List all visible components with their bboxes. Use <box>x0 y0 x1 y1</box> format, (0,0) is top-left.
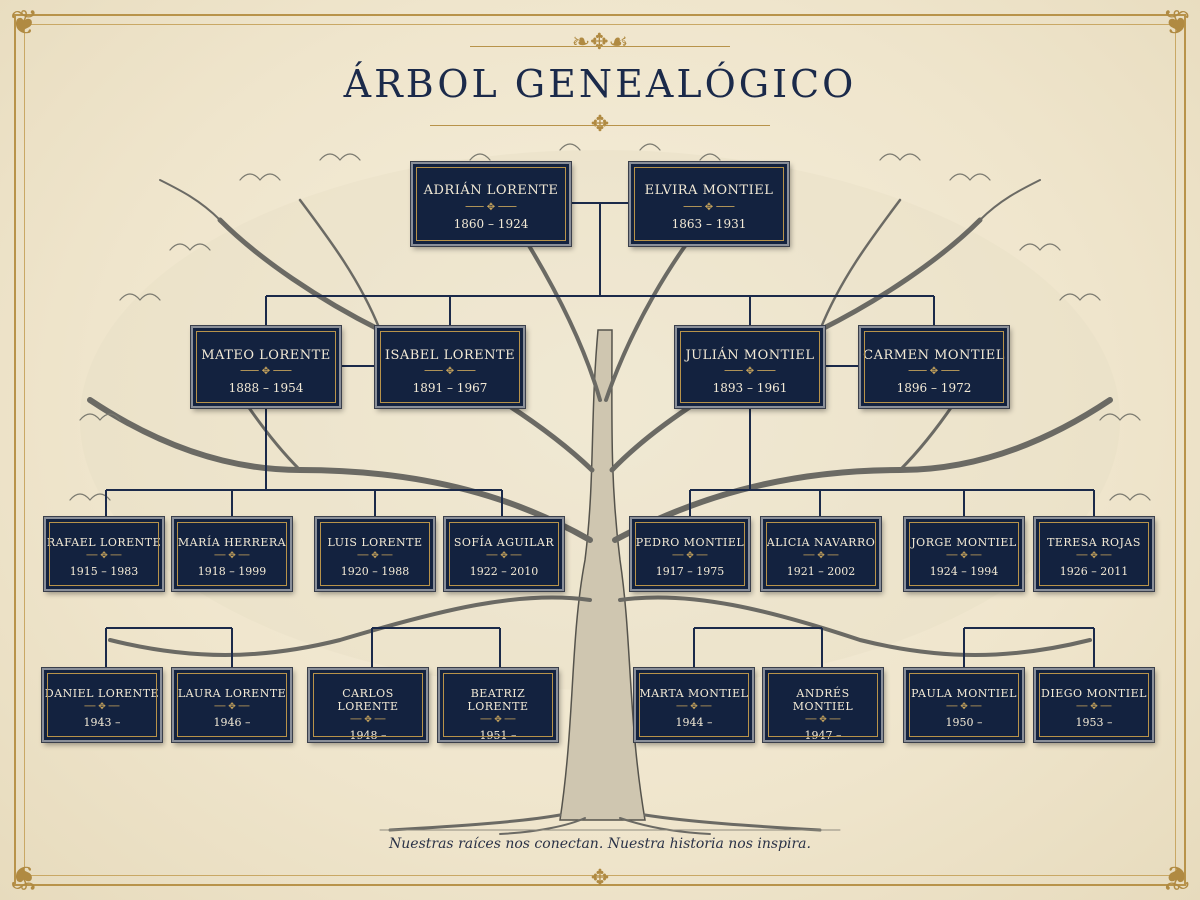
ornament-divider-icon: ── ✥ ── <box>765 716 881 725</box>
person-name: JORGE MONTIEL <box>906 536 1022 549</box>
person-years: 1924 – 1994 <box>906 565 1022 578</box>
person-years: 1920 – 1988 <box>317 565 433 578</box>
person-name: ALICIA NAVARRO <box>763 536 879 549</box>
person-years: 1953 – <box>1036 716 1152 729</box>
ornament-divider-icon: ── ✥ ── <box>632 552 748 561</box>
person-years: 1948 – <box>310 729 426 742</box>
person-card-jorge-montiel: JORGE MONTIEL ── ✥ ── 1924 – 1994 <box>904 517 1024 591</box>
ornament-divider-icon: ─── ✥ ─── <box>413 203 569 213</box>
ornament-divider-icon: ── ✥ ── <box>1036 703 1152 712</box>
person-card-laura-lorente: LAURA LORENTE ── ✥ ── 1946 – <box>172 668 292 742</box>
person-name: TERESA ROJAS <box>1036 536 1152 549</box>
person-years: 1951 – <box>440 729 556 742</box>
ornament-divider-icon: ─── ✥ ─── <box>377 367 523 377</box>
ornament-divider-icon: ── ✥ ── <box>906 703 1022 712</box>
ornament-divider-icon: ── ✥ ── <box>636 703 752 712</box>
person-card-daniel-lorente: DANIEL LORENTE ── ✥ ── 1943 – <box>42 668 162 742</box>
ornament-divider-icon: ─── ✥ ─── <box>677 367 823 377</box>
person-name: DANIEL LORENTE <box>44 687 160 700</box>
person-name: LUIS LORENTE <box>317 536 433 549</box>
person-years: 1860 – 1924 <box>413 217 569 231</box>
person-years: 1891 – 1967 <box>377 381 523 395</box>
person-name: PAULA MONTIEL <box>906 687 1022 700</box>
person-name: MATEO LORENTE <box>193 348 339 363</box>
person-years: 1946 – <box>174 716 290 729</box>
person-name: CARMEN MONTIEL <box>861 348 1007 363</box>
person-years: 1950 – <box>906 716 1022 729</box>
ornament-divider-icon: ─── ✥ ─── <box>631 203 787 213</box>
person-card-beatriz-lorente: BEATRIZ LORENTE ── ✥ ── 1951 – <box>438 668 558 742</box>
person-years: 1922 – 2010 <box>446 565 562 578</box>
person-years: 1863 – 1931 <box>631 217 787 231</box>
person-name: MARTA MONTIEL <box>636 687 752 700</box>
person-card-elvira-montiel: ELVIRA MONTIEL ─── ✥ ─── 1863 – 1931 <box>629 162 789 246</box>
person-years: 1944 – <box>636 716 752 729</box>
ornament-divider-icon: ── ✥ ── <box>174 552 290 561</box>
ornament-divider-icon: ── ✥ ── <box>44 703 160 712</box>
person-card-pedro-montiel: PEDRO MONTIEL ── ✥ ── 1917 – 1975 <box>630 517 750 591</box>
person-years: 1921 – 2002 <box>763 565 879 578</box>
person-name: JULIÁN MONTIEL <box>677 348 823 363</box>
ornament-divider-icon: ── ✥ ── <box>174 703 290 712</box>
person-card-marta-montiel: MARTA MONTIEL ── ✥ ── 1944 – <box>634 668 754 742</box>
person-card-adrian-lorente: ADRIÁN LORENTE ─── ✥ ─── 1860 – 1924 <box>411 162 571 246</box>
footer-tagline: Nuestras raíces nos conectan. Nuestra hi… <box>0 836 1200 852</box>
person-card-rafael-lorente: RAFAEL LORENTE ── ✥ ── 1915 – 1983 <box>44 517 164 591</box>
person-years: 1893 – 1961 <box>677 381 823 395</box>
person-name: SOFÍA AGUILAR <box>446 536 562 549</box>
person-name: LAURA LORENTE <box>174 687 290 700</box>
person-card-sofia-aguilar: SOFÍA AGUILAR ── ✥ ── 1922 – 2010 <box>444 517 564 591</box>
person-card-carmen-montiel: CARMEN MONTIEL ─── ✥ ─── 1896 – 1972 <box>859 326 1009 408</box>
person-card-diego-montiel: DIEGO MONTIEL ── ✥ ── 1953 – <box>1034 668 1154 742</box>
person-name: CARLOS LORENTE <box>310 687 426 713</box>
person-card-maria-herrera: MARÍA HERRERA ── ✥ ── 1918 – 1999 <box>172 517 292 591</box>
person-card-teresa-rojas: TERESA ROJAS ── ✥ ── 1926 – 2011 <box>1034 517 1154 591</box>
ornament-divider-icon: ── ✥ ── <box>46 552 162 561</box>
person-card-carlos-lorente: CARLOS LORENTE ── ✥ ── 1948 – <box>308 668 428 742</box>
ornament-divider-icon: ── ✥ ── <box>310 716 426 725</box>
ornament-divider-icon: ── ✥ ── <box>906 552 1022 561</box>
person-card-mateo-lorente: MATEO LORENTE ─── ✥ ─── 1888 – 1954 <box>191 326 341 408</box>
person-years: 1888 – 1954 <box>193 381 339 395</box>
person-years: 1915 – 1983 <box>46 565 162 578</box>
person-card-isabel-lorente: ISABEL LORENTE ─── ✥ ─── 1891 – 1967 <box>375 326 525 408</box>
ornament-divider-icon: ── ✥ ── <box>446 552 562 561</box>
ornament-divider-icon: ── ✥ ── <box>317 552 433 561</box>
ornament-divider-icon: ── ✥ ── <box>440 716 556 725</box>
person-name: BEATRIZ LORENTE <box>440 687 556 713</box>
person-years: 1896 – 1972 <box>861 381 1007 395</box>
ornament-divider-icon: ── ✥ ── <box>1036 552 1152 561</box>
person-name: ANDRÉS MONTIEL <box>765 687 881 713</box>
person-name: ISABEL LORENTE <box>377 348 523 363</box>
person-card-paula-montiel: PAULA MONTIEL ── ✥ ── 1950 – <box>904 668 1024 742</box>
person-name: DIEGO MONTIEL <box>1036 687 1152 700</box>
ornament-divider-icon: ── ✥ ── <box>763 552 879 561</box>
person-years: 1918 – 1999 <box>174 565 290 578</box>
person-name: ADRIÁN LORENTE <box>413 183 569 198</box>
person-card-luis-lorente: LUIS LORENTE ── ✥ ── 1920 – 1988 <box>315 517 435 591</box>
person-name: RAFAEL LORENTE <box>46 536 162 549</box>
ornament-divider-icon: ─── ✥ ─── <box>861 367 1007 377</box>
person-name: MARÍA HERRERA <box>174 536 290 549</box>
ornament-divider-icon: ─── ✥ ─── <box>193 367 339 377</box>
person-years: 1947 – <box>765 729 881 742</box>
person-years: 1943 – <box>44 716 160 729</box>
person-years: 1917 – 1975 <box>632 565 748 578</box>
person-name: ELVIRA MONTIEL <box>631 183 787 198</box>
person-card-julian-montiel: JULIÁN MONTIEL ─── ✥ ─── 1893 – 1961 <box>675 326 825 408</box>
person-card-alicia-navarro: ALICIA NAVARRO ── ✥ ── 1921 – 2002 <box>761 517 881 591</box>
person-card-andres-montiel: ANDRÉS MONTIEL ── ✥ ── 1947 – <box>763 668 883 742</box>
person-years: 1926 – 2011 <box>1036 565 1152 578</box>
person-name: PEDRO MONTIEL <box>632 536 748 549</box>
